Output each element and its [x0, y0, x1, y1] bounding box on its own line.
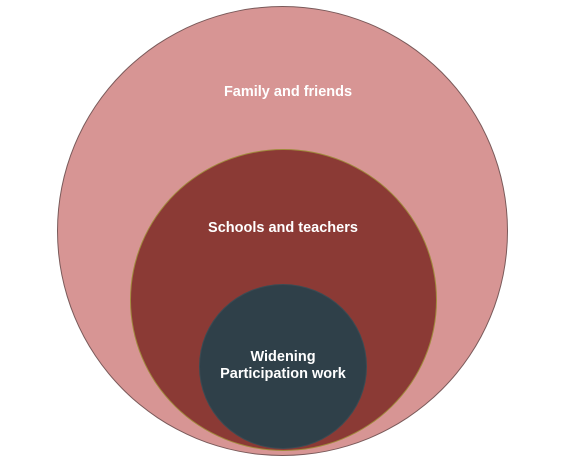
- inner-circle-widening-participation: [199, 284, 367, 449]
- middle-circle-label: Schools and teachers: [208, 220, 358, 236]
- outer-circle-label: Family and friends: [223, 84, 353, 100]
- inner-circle-label-line2: Participation work: [220, 366, 346, 382]
- inner-circle-label-line1: Widening: [250, 349, 316, 365]
- inner-circle-label: Widening Participation work: [203, 349, 363, 383]
